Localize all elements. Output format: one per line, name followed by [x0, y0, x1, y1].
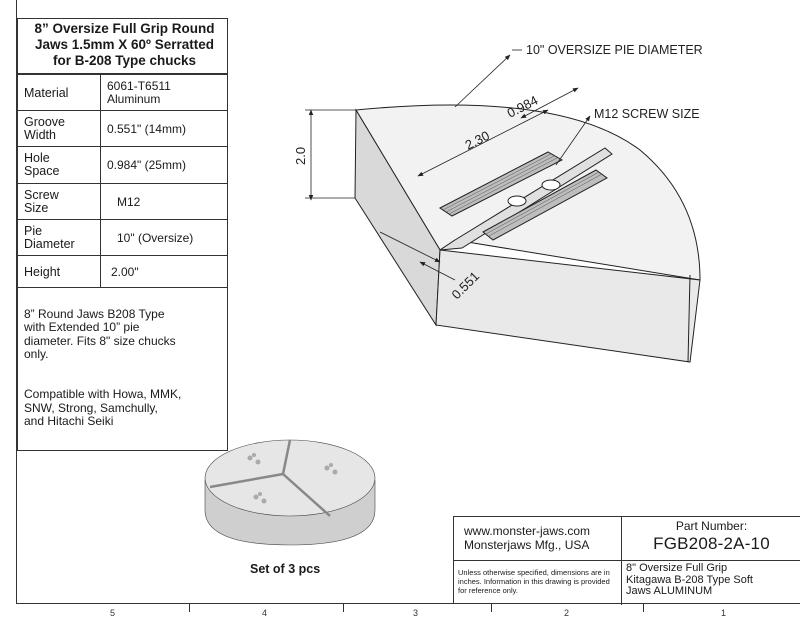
part-description: 8" Oversize Full Grip Kitagawa B-208 Typ… — [626, 562, 753, 597]
ruler-zone: 5 — [110, 608, 116, 618]
company-info: www.monster-jaws.com Monsterjaws Mfg., U… — [454, 517, 622, 561]
ruler-zone: 1 — [721, 608, 727, 618]
spec-value: 6061-T6511 Aluminum — [100, 74, 227, 111]
ruler-zone: 4 — [262, 608, 268, 618]
spec-label: Material — [18, 74, 101, 111]
jaw-isometric-view — [354, 104, 701, 363]
part-number: FGB208-2A-10 — [653, 534, 770, 553]
spec-row: Screw Size M12 — [18, 183, 227, 220]
screw-size-callout: M12 SCREW SIZE — [594, 107, 700, 121]
spec-label: Screw Size — [18, 183, 101, 220]
spec-value: 2.00" — [100, 255, 227, 288]
spec-label: Pie Diameter — [18, 219, 101, 256]
spec-row: Hole Space 0.984" (25mm) — [18, 146, 227, 184]
spec-title: 8” Oversize Full Grip Round Jaws 1.5mm X… — [18, 19, 227, 74]
spec-description-text: 8” Round Jaws B208 Type with Extended 10… — [24, 306, 176, 361]
part-number-label: Part Number: — [675, 519, 748, 533]
spec-row: Height 2.00" — [18, 255, 227, 288]
drawing-note: Unless otherwise specified, dimensions a… — [454, 561, 622, 605]
spec-value: 0.984" (25mm) — [100, 146, 227, 184]
part-number-cell: Part Number: FGB208-2A-10 — [622, 517, 800, 561]
spec-table: 8” Oversize Full Grip Round Jaws 1.5mm X… — [17, 18, 228, 451]
ruler-zone: 2 — [564, 608, 570, 618]
spec-row: Material 6061-T6511 Aluminum — [18, 74, 227, 111]
pie-diameter-callout: 10" OVERSIZE PIE DIAMETER — [526, 43, 703, 57]
ruler-zone: 3 — [413, 608, 419, 618]
height-callout: 2.0 — [293, 147, 308, 165]
spec-compatibility-text: Compatible with Howa, MMK, SNW, Strong, … — [24, 387, 182, 428]
zone-ruler: 5 4 3 2 1 — [16, 604, 800, 624]
ruler-tick — [643, 604, 644, 612]
spec-label: Groove Width — [18, 110, 101, 147]
ruler-tick — [491, 604, 492, 612]
ruler-tick — [343, 604, 344, 612]
title-block: www.monster-jaws.com Monsterjaws Mfg., U… — [453, 516, 800, 605]
set-caption: Set of 3 pcs — [250, 562, 321, 576]
dimension-lines — [305, 49, 591, 281]
technical-drawing: 10" OVERSIZE PIE DIAMETER 0.984 M12 SCRE… — [204, 43, 703, 546]
spec-rows: Material 6061-T6511 Aluminum Groove Widt… — [18, 74, 227, 288]
spec-row: Pie Diameter 10" (Oversize) — [18, 219, 227, 256]
spec-label: Hole Space — [18, 146, 101, 184]
company-text: Monsterjaws Mfg., USA — [464, 538, 590, 552]
website-text: www.monster-jaws.com — [464, 524, 591, 538]
drawing-border — [16, 0, 800, 604]
spec-value: 10" (Oversize) — [100, 219, 227, 256]
spec-row: Groove Width 0.551" (14mm) — [18, 110, 227, 147]
jaw-set-render — [204, 439, 376, 546]
spec-description: 8” Round Jaws B208 Type with Extended 10… — [18, 288, 227, 450]
spec-label: Height — [18, 255, 101, 288]
spec-value: 0.551" (14mm) — [100, 110, 227, 147]
ruler-tick — [189, 604, 190, 612]
spec-value: M12 — [100, 183, 227, 220]
